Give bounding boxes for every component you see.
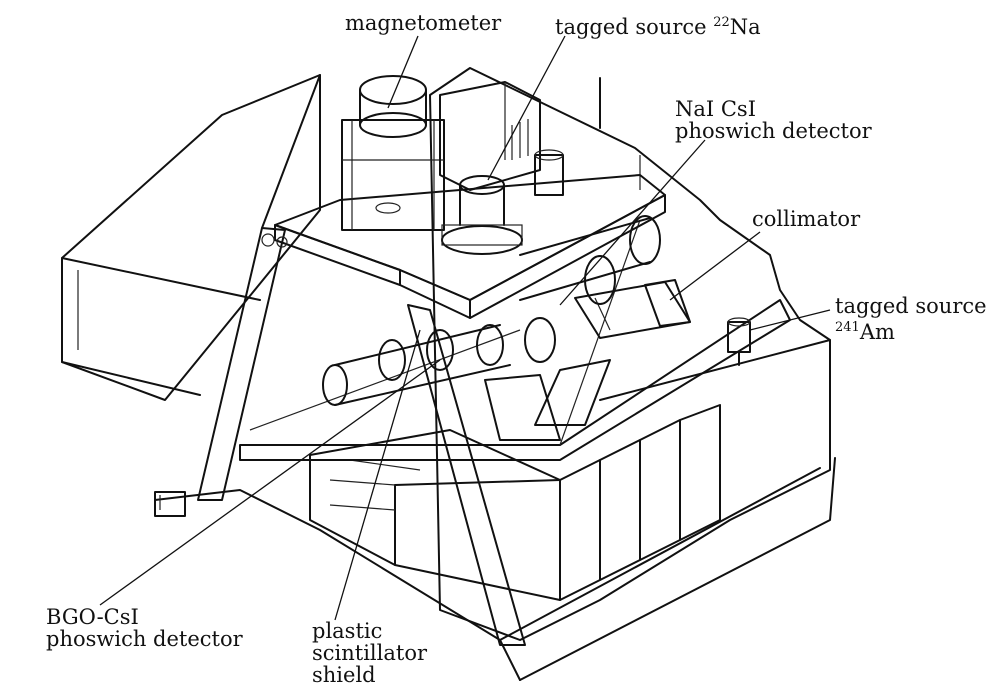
label-tagged-source-am: tagged source 241Am [835, 295, 987, 343]
magnetometer-unit [341, 75, 445, 231]
label-bgo-csi-line1: BGO-CsI [46, 605, 139, 629]
na-source-housing [441, 175, 523, 255]
label-na-element: Na [729, 15, 761, 39]
label-nai-csi-line1: NaI CsI [675, 97, 757, 121]
leader-magnetometer [387, 35, 419, 109]
label-plastic-line1: plastic [312, 619, 383, 643]
leader-lines [99, 35, 831, 621]
label-magnetometer: magnetometer [345, 11, 502, 35]
label-am-line2: 241Am [835, 317, 987, 343]
label-am-isotope-mass: 241 [835, 320, 860, 335]
collimator-tube [574, 279, 691, 339]
leader-plastic [334, 329, 421, 621]
leader-nai-csi [559, 139, 706, 306]
leader-collimator [669, 231, 761, 301]
label-na-isotope-mass: 22 [713, 15, 730, 30]
base-frame [154, 457, 836, 681]
tilted-plate [239, 219, 791, 461]
label-am-line1: tagged source [835, 294, 987, 318]
phoswich-array [322, 215, 661, 441]
detector-blocks [309, 404, 721, 601]
label-plastic-shield: plastic scintillator shield [312, 620, 427, 686]
label-tagged-source-na: tagged source 22Na [555, 12, 761, 38]
label-am-element: Am [859, 320, 895, 344]
am-source-holder [727, 317, 751, 366]
label-na-text: tagged source [555, 15, 714, 39]
upper-frame [274, 174, 666, 319]
label-plastic-line3: shield [312, 663, 376, 687]
label-plastic-line2: scintillator [312, 641, 428, 665]
label-nai-csi: NaI CsI phoswich detector [675, 98, 872, 142]
label-bgo-csi-line2: phoswich detector [46, 627, 243, 651]
right-housing [429, 67, 831, 641]
leader-am-source [749, 309, 831, 331]
leader-bgo-csi [99, 359, 441, 606]
label-collimator: collimator [752, 207, 861, 231]
label-bgo-csi: BGO-CsI phoswich detector [46, 606, 243, 650]
support-legs [197, 74, 526, 646]
left-housing [61, 74, 321, 401]
electronics-box [439, 77, 601, 196]
leader-na-source [487, 35, 566, 181]
label-nai-csi-line2: phoswich detector [675, 119, 872, 143]
